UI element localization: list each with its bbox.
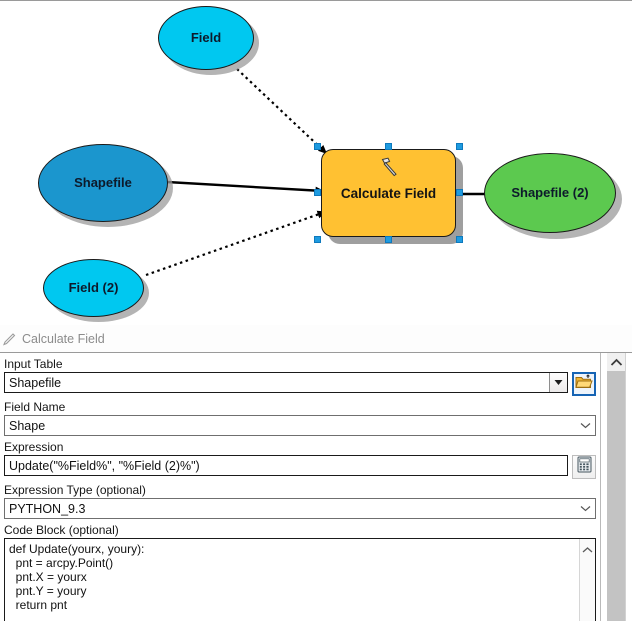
tool-form: Input Table Shapefile bbox=[0, 353, 600, 621]
chevron-down-icon[interactable] bbox=[575, 505, 595, 512]
selection-handle[interactable] bbox=[385, 236, 392, 243]
expression-type-label: Expression Type (optional) bbox=[4, 483, 146, 497]
expression-row: Update("%Field%", "%Field (2)%") bbox=[2, 455, 598, 479]
connector-field2-to-calculate-field bbox=[145, 210, 327, 277]
model-node-field[interactable]: Field bbox=[158, 6, 259, 75]
code-block-scrollbar[interactable] bbox=[579, 539, 595, 621]
scroll-up-icon[interactable] bbox=[582, 541, 593, 559]
input-table-row: Shapefile bbox=[2, 372, 598, 396]
field-name-combobox[interactable]: Shape bbox=[4, 415, 596, 436]
scrollbar-thumb[interactable] bbox=[607, 371, 625, 621]
model-node-calculate-field[interactable]: Calculate Field bbox=[314, 143, 471, 249]
input-table-label: Input Table bbox=[4, 357, 63, 371]
expression-type-value: PYTHON_9.3 bbox=[9, 501, 86, 516]
input-table-control[interactable]: Shapefile bbox=[4, 372, 568, 393]
expression-builder-button[interactable] bbox=[572, 455, 596, 479]
expression-type-control[interactable]: PYTHON_9.3 bbox=[4, 498, 596, 519]
pen-tool-icon bbox=[2, 331, 18, 347]
model-node-field2[interactable]: Field (2) bbox=[43, 259, 149, 322]
scrollbar-edge bbox=[625, 353, 632, 621]
panel-header: Calculate Field bbox=[0, 325, 632, 353]
expression-type-combobox[interactable]: PYTHON_9.3 bbox=[4, 498, 596, 519]
browse-button[interactable] bbox=[572, 372, 596, 396]
connector-shapefile-to-calculate-field bbox=[166, 180, 325, 195]
field-name-row: Shape bbox=[2, 415, 598, 436]
scrollbar-gutter bbox=[600, 353, 607, 621]
code-block-editor[interactable]: def Update(yourx, youry): pnt = arcpy.Po… bbox=[4, 538, 596, 621]
code-block-text[interactable]: def Update(yourx, youry): pnt = arcpy.Po… bbox=[9, 542, 145, 612]
field-name-label: Field Name bbox=[4, 400, 66, 414]
field-name-value: Shape bbox=[9, 418, 46, 433]
calculate-field-tool-panel: Calculate Field Input Table Shapefile bbox=[0, 325, 632, 621]
panel-scrollbar[interactable] bbox=[600, 352, 632, 621]
dropdown-arrow-icon[interactable] bbox=[549, 373, 567, 392]
input-table-combobox[interactable]: Shapefile bbox=[4, 372, 568, 393]
expression-input[interactable]: Update("%Field%", "%Field (2)%") bbox=[4, 455, 568, 476]
model-node-shapefile-label: Shapefile bbox=[38, 144, 168, 222]
calculator-icon bbox=[577, 456, 592, 478]
panel-body: Input Table Shapefile bbox=[0, 352, 632, 621]
expression-label: Expression bbox=[4, 440, 64, 454]
model-node-shapefile2-label: Shapefile (2) bbox=[484, 153, 616, 233]
model-node-shapefile[interactable]: Shapefile bbox=[38, 144, 173, 227]
model-node-shapefile2[interactable]: Shapefile (2) bbox=[484, 153, 622, 239]
expression-control[interactable]: Update("%Field%", "%Field (2)%") bbox=[4, 455, 568, 476]
model-diagram-canvas[interactable]: Field Shapefile Field (2) Calculate Fiel… bbox=[0, 0, 632, 325]
field-name-control[interactable]: Shape bbox=[4, 415, 596, 436]
selection-handle[interactable] bbox=[314, 236, 321, 243]
scrollbar-track[interactable] bbox=[607, 353, 625, 621]
code-block-label: Code Block (optional) bbox=[4, 523, 119, 537]
model-node-field-label: Field bbox=[158, 6, 254, 70]
selection-handle[interactable] bbox=[456, 236, 463, 243]
selection-handle[interactable] bbox=[314, 189, 321, 196]
input-table-value: Shapefile bbox=[9, 375, 62, 390]
model-node-calculate-field-label: Calculate Field bbox=[340, 185, 437, 201]
selection-handle[interactable] bbox=[456, 189, 463, 196]
selection-handle[interactable] bbox=[456, 143, 463, 150]
hammer-icon bbox=[377, 155, 401, 179]
expression-type-row: PYTHON_9.3 bbox=[2, 498, 598, 519]
scroll-up-icon[interactable] bbox=[607, 353, 625, 371]
open-folder-icon bbox=[575, 373, 593, 395]
selection-handle[interactable] bbox=[385, 143, 392, 150]
chevron-down-icon[interactable] bbox=[575, 422, 595, 429]
model-node-field2-label: Field (2) bbox=[43, 259, 144, 317]
connector-field-to-calculate-field bbox=[236, 68, 328, 155]
panel-title: Calculate Field bbox=[22, 331, 105, 346]
selection-handle[interactable] bbox=[314, 143, 321, 150]
